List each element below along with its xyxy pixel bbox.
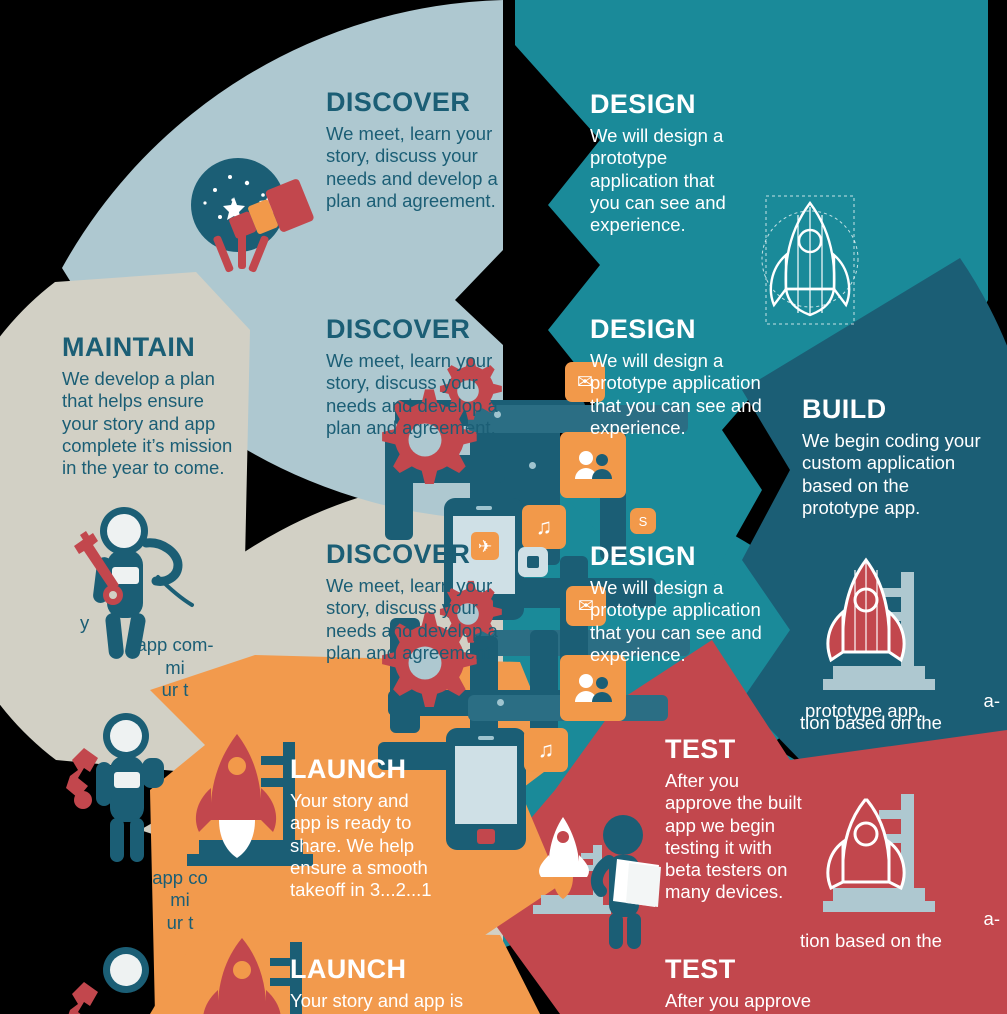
ghost-frag: ur t (166, 911, 194, 933)
stage-body-test: After you approve the built app we begin… (665, 770, 802, 903)
gear-icon-small (439, 357, 502, 420)
rocket-liftoff-icon-ghost (203, 938, 302, 1014)
ghost-frag: a- (983, 908, 1000, 929)
build-frag-prototype: prototype app. (805, 700, 924, 721)
ghost-frag: ur t (161, 678, 189, 700)
ghost-frag: mi (165, 656, 185, 678)
stage-block-discover[interactable]: DISCOVER We meet, learn your story, disc… (326, 88, 531, 212)
ghost-title: TEST (665, 954, 736, 984)
ghost-design-2: DESIGN We will design a prototype applic… (590, 315, 778, 439)
ghost-body: Your story and app is ready to share. We… (290, 990, 486, 1014)
ghost-body: After you approve the built app we begin… (665, 990, 812, 1014)
ghost-body: We meet, learn your story, discuss your … (326, 350, 498, 438)
mail-icon: ✉ (565, 362, 605, 402)
gear-icon-small-2 (439, 580, 502, 643)
ghost-discover-3: DISCOVER We meet, learn your story, disc… (326, 540, 526, 664)
tester-with-clipboard-icon (533, 815, 661, 949)
ghost-title: DISCOVER (326, 539, 471, 569)
ghost-body: We meet, learn your story, discuss your … (326, 575, 498, 663)
smartphone-icon-2 (446, 728, 526, 850)
music-icon-2: ♫ (524, 728, 568, 772)
ghost-discover-2: DISCOVER We meet, learn your story, disc… (326, 315, 526, 439)
ghost-build-2: a- tion based on the (800, 690, 1000, 735)
rocket-on-launchpad-icon-ghost (823, 794, 935, 912)
music-icon: ♫ (522, 505, 566, 549)
ghost-test-2: TEST After you approve the built app we … (665, 955, 840, 1014)
rocket-blueprint-icon (761, 195, 859, 325)
ghost-body: We will design a prototype application t… (590, 350, 762, 438)
contacts-icon-2 (560, 655, 626, 721)
stage-block-build[interactable]: BUILD We begin coding your custom applic… (802, 395, 982, 519)
telescope-icon (191, 158, 314, 273)
stage-body-launch: Your story and app is ready to share. We… (290, 790, 432, 901)
ghost-frag: app com- (136, 634, 214, 656)
ghost-frag: a- (983, 690, 1000, 711)
ghost-launch-2: LAUNCH Your story and app is ready to sh… (290, 955, 500, 1014)
ghost-title: DESIGN (590, 314, 696, 344)
ghost-maintain-2: y app com- mi ur t (80, 612, 270, 701)
gear-icon-large (382, 389, 477, 484)
rocket-on-launchpad-icon (823, 557, 935, 690)
stage-title-build: BUILD (802, 394, 887, 424)
stage-block-design[interactable]: DESIGN We will design a prototype applic… (590, 90, 740, 236)
rocket-liftoff-icon (187, 734, 313, 866)
astronaut-with-wrench-icon-ghost (66, 713, 164, 862)
stage-title-test: TEST (665, 734, 736, 764)
mail-icon-2: ✉ (566, 586, 606, 626)
contacts-icon (560, 432, 626, 498)
wedge-design (515, 0, 988, 600)
ghost-title: DESIGN (590, 541, 696, 571)
ghost-frag: mi (170, 889, 190, 911)
ghost-maintain-3: app co mi ur t (85, 867, 275, 934)
ghost-frag: y (80, 612, 90, 633)
smartphone-icon: ✈ (444, 498, 524, 620)
gear-icon-large-2 (382, 612, 477, 707)
wedge-test (470, 640, 1007, 1014)
astronaut-with-wrench-icon (74, 507, 194, 659)
stage-block-launch[interactable]: LAUNCH Your story and app is ready to sh… (290, 755, 435, 901)
photo-icon (518, 547, 548, 577)
stage-title-maintain: MAINTAIN (62, 332, 196, 362)
ghost-title: LAUNCH (290, 954, 407, 984)
skype-icon: S (630, 508, 656, 534)
stage-body-maintain: We develop a plan that helps ensure your… (62, 368, 233, 479)
astronaut-with-wrench-icon-ghost-2 (68, 947, 149, 1014)
ghost-frag: tion based on the (800, 930, 942, 952)
stage-title-design: DESIGN (590, 89, 696, 119)
build-continuation: prototype app. (805, 700, 970, 722)
ghost-frag: tion based on the (800, 712, 942, 734)
stage-title-launch: LAUNCH (290, 754, 407, 784)
stage-body-build: We begin coding your custom application … (802, 430, 981, 518)
stage-body-discover: We meet, learn your story, discuss your … (326, 123, 498, 211)
ghost-title: DISCOVER (326, 314, 471, 344)
stage-title-discover: DISCOVER (326, 87, 471, 117)
ghost-body: We will design a prototype application t… (590, 577, 762, 665)
ghost-design-3: DESIGN We will design a prototype applic… (590, 542, 778, 666)
stage-body-design: We will design a prototype application t… (590, 125, 726, 236)
ghost-build-3: a- tion based on the (800, 908, 1000, 953)
ghost-frag: app co (152, 867, 208, 888)
stage-block-maintain[interactable]: MAINTAIN We develop a plan that helps en… (62, 333, 242, 479)
stage-block-test[interactable]: TEST After you approve the built app we … (665, 735, 810, 904)
svg-text:✈: ✈ (478, 537, 492, 557)
